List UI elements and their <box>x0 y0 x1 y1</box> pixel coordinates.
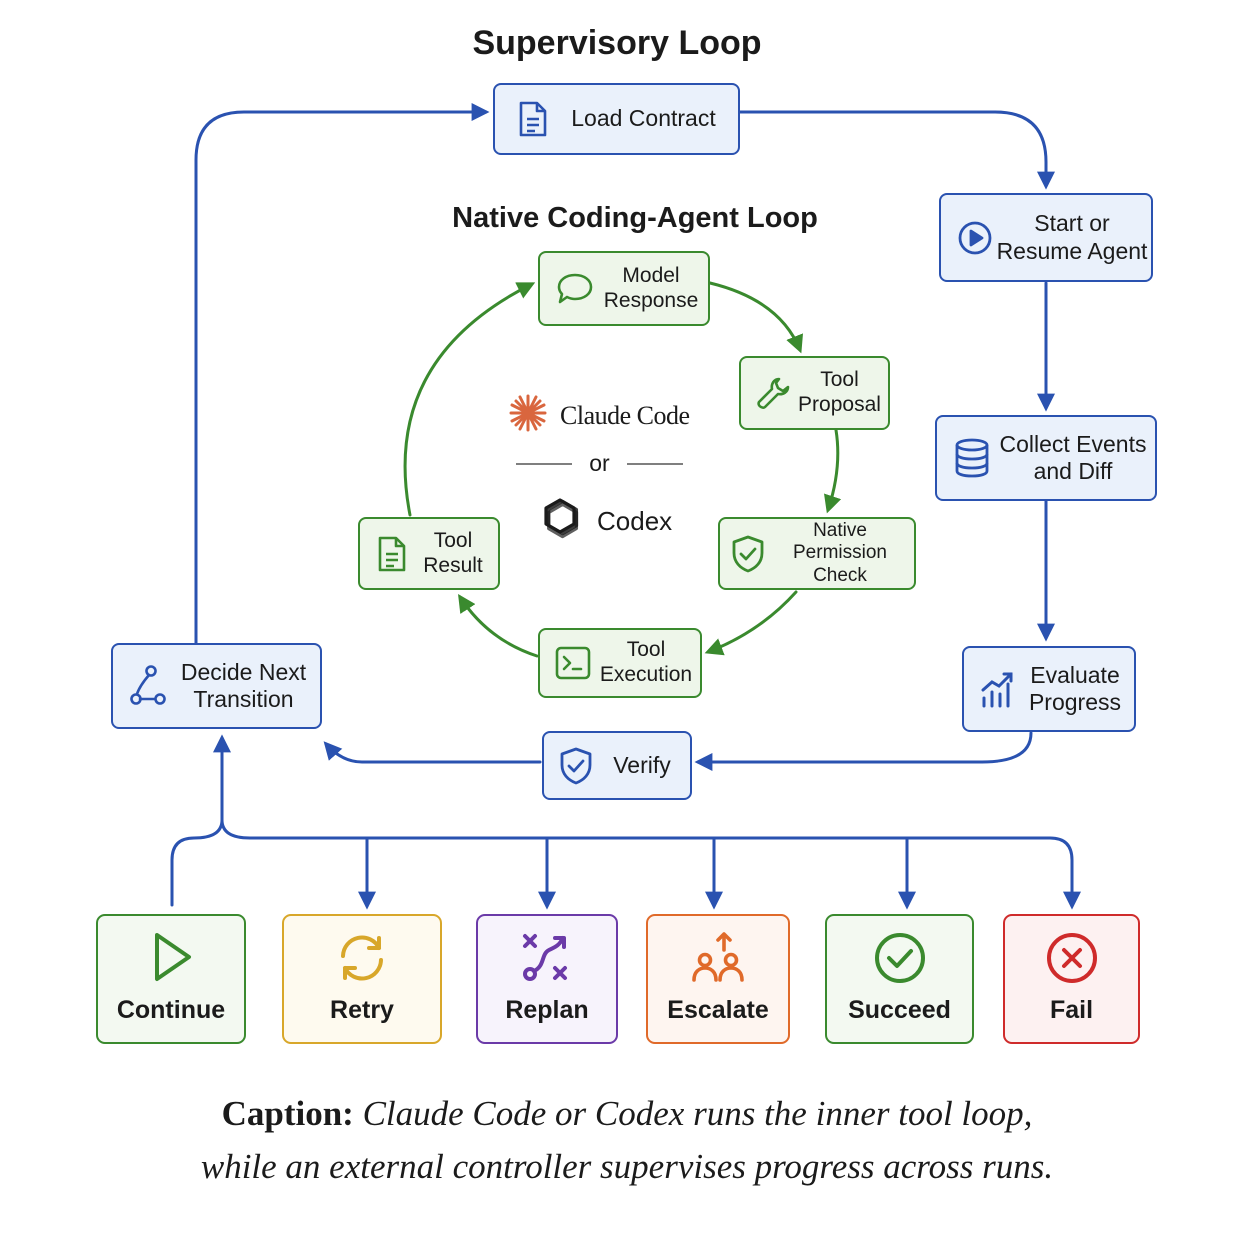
terminal-icon <box>554 645 592 681</box>
native-permission-check-label: Native Permission Check <box>793 519 887 586</box>
outcome-label: Replan <box>505 996 589 1024</box>
arrow-model-to-proposal <box>708 281 803 354</box>
verify-node: Verify <box>542 731 692 800</box>
claude-code-label: Claude Code <box>560 400 690 430</box>
outcome-label: Retry <box>330 996 394 1024</box>
decide-next-transition-node: Decide Next Transition <box>111 643 322 729</box>
route-icon <box>478 930 616 986</box>
load-contract-label: Load Contract <box>571 105 716 132</box>
outcome-succeed: Succeed <box>825 914 974 1044</box>
outcome-fail: Fail <box>1003 914 1140 1044</box>
start-resume-agent-label: Start or Resume Agent <box>996 210 1148 264</box>
chat-bubble-icon <box>556 271 594 307</box>
outcome-replan: Replan <box>476 914 618 1044</box>
caption: Caption: Claude Code or Codex runs the i… <box>60 1088 1194 1193</box>
codex-brand: Codex <box>535 494 672 549</box>
document-icon <box>376 535 408 573</box>
codex-label: Codex <box>597 506 673 536</box>
document-icon <box>517 100 549 138</box>
caption-line-1: Caption: Claude Code or Codex runs the i… <box>60 1088 1194 1141</box>
x-circle-icon <box>1005 930 1138 986</box>
tool-result-node: Tool Result <box>358 517 500 590</box>
model-response-label: Model Response <box>603 263 699 312</box>
caption-text-1: Claude Code or Codex runs the inner tool… <box>362 1094 1033 1133</box>
branch-nodes-icon <box>129 664 167 708</box>
or-label: or <box>589 450 610 476</box>
native-permission-check-node: Native Permission Check <box>718 517 916 590</box>
refresh-icon <box>284 930 440 986</box>
claude-sunburst-icon <box>508 393 548 438</box>
collect-events-label: Collect Events and Diff <box>999 430 1147 484</box>
caption-prefix: Caption: <box>221 1094 354 1133</box>
arrow-proposal-to-permission <box>824 428 842 514</box>
outcome-label: Escalate <box>667 996 769 1024</box>
check-circle-icon <box>827 930 972 986</box>
arrow-execution-to-result <box>458 593 539 658</box>
decide-next-transition-label: Decide Next Transition <box>180 658 307 712</box>
tool-execution-node: Tool Execution <box>538 628 702 698</box>
arrow-permission-to-execution <box>704 590 798 656</box>
arrow-result-to-model <box>403 282 536 517</box>
outcome-label: Continue <box>116 996 226 1024</box>
arrow-decide-to-load <box>194 103 490 645</box>
database-icon <box>953 437 991 479</box>
evaluate-progress-label: Evaluate Progress <box>1028 661 1122 715</box>
outcome-bus <box>170 818 1081 910</box>
outer-loop-title: Supervisory Loop <box>472 24 762 62</box>
outcome-continue: Continue <box>96 914 246 1044</box>
play-circle-icon <box>957 220 993 256</box>
tool-proposal-label: Tool Proposal <box>798 368 881 416</box>
model-response-node: Model Response <box>538 251 710 326</box>
inner-loop-title: Native Coding-Agent Loop <box>452 202 818 234</box>
play-icon <box>98 930 244 984</box>
caption-text-2: while an external controller supervises … <box>200 1146 1054 1186</box>
bar-chart-trend-icon <box>980 670 1016 708</box>
arrow-load-to-start <box>738 110 1055 190</box>
collect-events-node: Collect Events and Diff <box>935 415 1157 501</box>
outcome-escalate: Escalate <box>646 914 790 1044</box>
start-resume-agent-node: Start or Resume Agent <box>939 193 1153 282</box>
openai-knot-icon <box>535 494 585 549</box>
tool-result-label: Tool Result <box>423 528 483 577</box>
load-contract-node: Load Contract <box>493 83 740 155</box>
outcome-label: Succeed <box>848 996 951 1024</box>
outcome-label: Fail <box>1049 996 1094 1024</box>
verify-label: Verify <box>613 751 671 778</box>
evaluate-progress-node: Evaluate Progress <box>962 646 1136 732</box>
claude-code-brand: Claude Code <box>508 393 690 438</box>
shield-check-icon <box>730 534 766 574</box>
outcome-retry: Retry <box>282 914 442 1044</box>
tool-proposal-node: Tool Proposal <box>739 356 890 430</box>
shield-check-icon <box>558 746 594 786</box>
arrow-evaluate-to-verify <box>694 731 1033 771</box>
wrench-icon <box>755 375 791 411</box>
arrow-verify-to-decide <box>323 741 542 764</box>
escalate-users-icon <box>648 930 788 986</box>
tool-execution-label: Tool Execution <box>599 638 693 686</box>
